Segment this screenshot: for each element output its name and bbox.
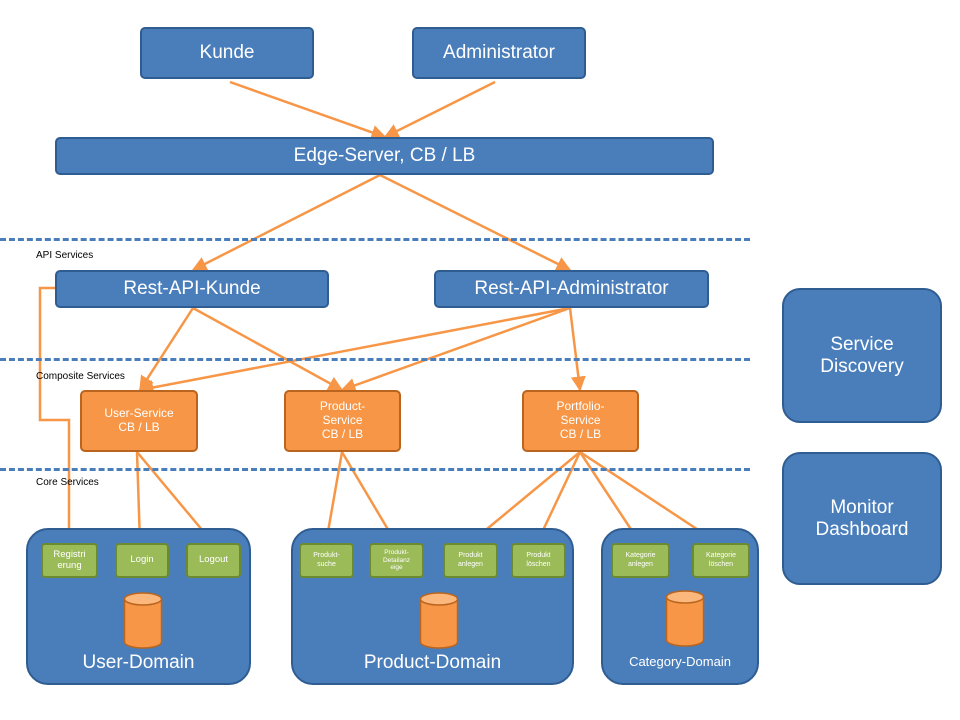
layer-label-api: API Services <box>36 250 94 261</box>
portfolio-service-name-line1: Portfolio- <box>556 399 605 414</box>
product-service-cb-lb: CB / LB <box>321 426 364 441</box>
product-domain-database-icon <box>419 592 459 649</box>
produkt-loeschen-line1: Produkt <box>526 552 551 560</box>
portfolio-service: Portfolio- Service CB / LB <box>522 390 639 452</box>
user-service-name: User-Service <box>104 406 174 421</box>
user-domain-label: User-Domain <box>82 652 195 673</box>
arrow-kunde-product-service <box>192 306 344 392</box>
client-administrator-label: Administrator <box>443 42 555 64</box>
produkt-detailanzeige-service: Produkt- Detailanz eige <box>369 543 424 578</box>
kategorie-anlegen-line1: Kategorie <box>625 552 656 560</box>
arrow-edge-rest-api-administrator <box>379 173 572 272</box>
rest-api-kunde-label: Rest-API-Kunde <box>123 278 261 300</box>
login-label: Login <box>130 554 154 566</box>
client-kunde: Kunde <box>140 27 314 79</box>
product-service-name-line2: Service <box>322 413 363 428</box>
kategorie-loeschen-line2: löschen <box>708 560 734 568</box>
arrow-kunde-user-service <box>138 307 195 392</box>
registrierung-line1: Registri <box>53 548 86 560</box>
user-service-cb-lb: CB / LB <box>118 420 160 434</box>
client-administrator: Administrator <box>412 27 586 79</box>
core-layer-separator <box>0 468 750 471</box>
rest-api-administrator-label: Rest-API-Administrator <box>474 278 669 300</box>
user-domain-database-icon <box>123 592 163 649</box>
api-layer-separator <box>0 238 750 241</box>
service-discovery: Service Discovery <box>782 288 942 423</box>
registrierung-line2: erung <box>57 559 82 571</box>
category-domain-database-icon <box>665 590 705 647</box>
kategorie-loeschen-line1: Kategorie <box>706 552 736 560</box>
produkt-anlegen-line2: anlegen <box>458 560 483 568</box>
produktsuche-line1: Produkt- <box>313 552 340 560</box>
arrow-admin-portfolio-service <box>568 307 586 392</box>
produkt-anlegen-service: Produkt anlegen <box>443 543 498 578</box>
product-service-name-line1: Product- <box>319 399 366 414</box>
category-domain-label: Category-Domain <box>629 654 731 669</box>
arrow-edge-rest-api-kunde <box>191 173 381 272</box>
produkt-loeschen-line2: löschen <box>526 560 551 568</box>
edge-server-label: Edge-Server, CB / LB <box>293 145 476 167</box>
arrow-kunde-edge <box>229 80 387 140</box>
layer-label-composite: Composite Services <box>36 371 125 382</box>
produkt-detailanzeige-line3: eige <box>390 564 403 572</box>
logout-label: Logout <box>198 554 229 566</box>
rest-api-kunde: Rest-API-Kunde <box>55 270 329 308</box>
monitor-dashboard: Monitor Dashboard <box>782 452 942 585</box>
rest-api-administrator: Rest-API-Administrator <box>434 270 709 308</box>
kategorie-anlegen-service: Kategorie anlegen <box>611 543 670 578</box>
produkt-detailanzeige-line2: Detailanz <box>382 556 411 564</box>
kategorie-anlegen-line2: anlegen <box>628 560 653 568</box>
produkt-detailanzeige-line1: Produkt- <box>384 548 409 556</box>
client-kunde-label: Kunde <box>199 42 255 64</box>
monitor-dashboard-line1: Monitor <box>830 496 894 518</box>
produktsuche-service: Produkt- suche <box>299 543 354 578</box>
service-discovery-line2: Discovery <box>820 355 904 377</box>
produktsuche-line2: suche <box>317 560 336 568</box>
composite-layer-separator <box>0 358 750 361</box>
product-domain-label: Product-Domain <box>363 652 502 673</box>
login-service: Login <box>115 543 169 578</box>
portfolio-service-cb-lb: CB / LB <box>559 426 602 441</box>
arrow-administrator-edge <box>383 80 496 139</box>
layer-label-core: Core Services <box>36 477 99 488</box>
portfolio-service-name-line2: Service <box>560 413 601 428</box>
registrierung-service: Registri erung <box>41 543 98 578</box>
monitor-dashboard-line2: Dashboard <box>815 518 909 540</box>
produkt-loeschen-service: Produkt löschen <box>511 543 566 578</box>
arrow-admin-product-service <box>340 306 571 393</box>
edge-server: Edge-Server, CB / LB <box>55 137 714 175</box>
product-service: Product- Service CB / LB <box>284 390 401 452</box>
logout-service: Logout <box>186 543 241 578</box>
produkt-anlegen-line1: Produkt <box>458 552 483 560</box>
user-service: User-Service CB / LB <box>80 390 198 452</box>
service-discovery-line1: Service <box>830 333 894 355</box>
arrow-kunde-registrierung <box>38 286 77 545</box>
arrow-admin-user-service <box>138 306 571 395</box>
kategorie-loeschen-service: Kategorie löschen <box>692 543 750 578</box>
